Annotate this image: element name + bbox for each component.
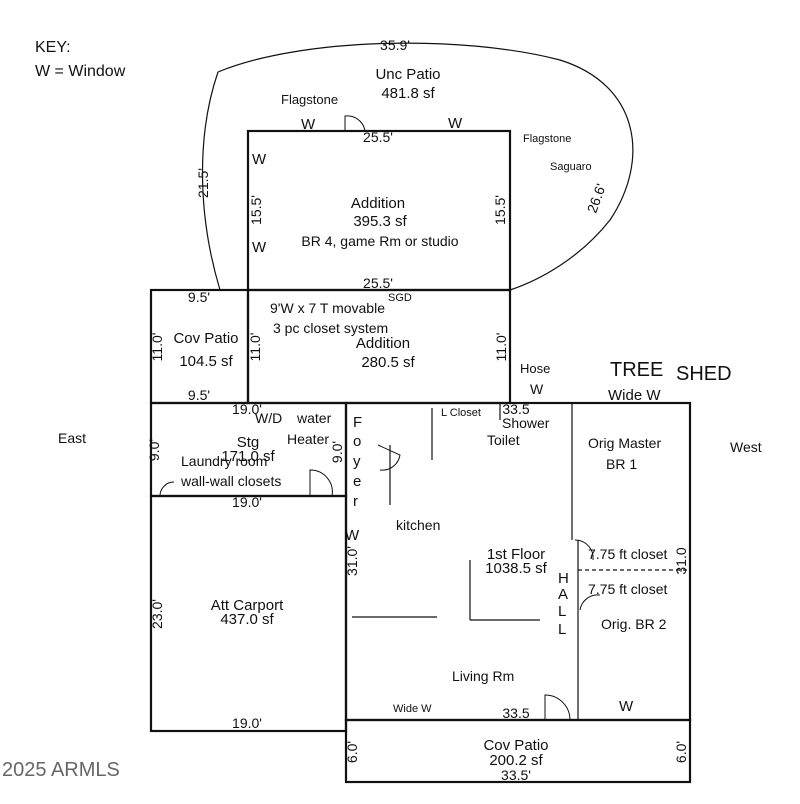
storage-dim-left: 9.0' (146, 439, 162, 461)
cov-patio-west-dim-left: 6.0' (344, 741, 360, 763)
compass-east: East (58, 430, 86, 446)
unc-patio-dim-top: 35.9' (380, 37, 410, 53)
addition-upper-dim-right: 15.5' (492, 195, 508, 225)
cov-patio-east-dim-left: 11.0' (149, 333, 165, 362)
cov-patio-east-area: 104.5 sf (179, 353, 233, 370)
kitchen-label: kitchen (396, 517, 440, 533)
wide-window-bottom: Wide W (393, 703, 432, 715)
cov-patio-west-walls (344, 718, 692, 784)
water-label: water (296, 410, 332, 426)
carport-dim-bottom: 19.0' (232, 715, 262, 731)
unc-patio-dim-left: 21.5' (195, 168, 211, 198)
unc-patio-name: Unc Patio (375, 66, 440, 83)
sgd-label: SGD (388, 292, 412, 304)
shed-label: SHED (676, 363, 732, 385)
svg-text:r: r (353, 493, 358, 510)
orig-br2-label: Orig. BR 2 (601, 616, 667, 632)
interior-partitions (352, 403, 690, 720)
closet2-label: 7.75 ft closet (588, 581, 667, 597)
window-kitchen: W (345, 527, 360, 544)
addition-lower-area: 280.5 sf (361, 354, 415, 371)
hose-label: Hose (520, 361, 550, 376)
svg-text:A: A (558, 586, 568, 603)
first-floor-dim-bottom: 33.5 (502, 705, 529, 721)
cov-patio-west-dim-right: 6.0' (673, 741, 689, 763)
flagstone-left: Flagstone (281, 92, 338, 107)
first-floor-area: 1038.5 sf (485, 560, 548, 577)
key-legend: W = Window (35, 63, 126, 80)
unc-patio-area: 481.8 sf (381, 85, 435, 102)
window-top-1: W (301, 116, 316, 133)
addition-upper-dim-bottom: 25.5' (363, 275, 393, 291)
hose-window: W (530, 381, 544, 397)
living-room-label: Living Rm (452, 668, 514, 684)
svg-text:L: L (558, 621, 566, 638)
compass-west: West (730, 439, 762, 455)
first-floor-name: 1st Floor (487, 546, 545, 563)
svg-text:H: H (558, 570, 569, 587)
window-top-2: W (448, 115, 463, 132)
svg-text:y: y (353, 453, 361, 470)
storage-name: Stg (237, 434, 260, 451)
closet1-label: 7.75 ft closet (588, 546, 667, 562)
wide-window-top: Wide W (608, 387, 661, 404)
wd-label: W/D (255, 410, 282, 426)
cov-patio-west-name: Cov Patio (483, 737, 548, 754)
saguaro-label: Saguaro (550, 161, 592, 173)
unc-patio-outline (201, 42, 634, 291)
addition-upper-dim-top: 25.5' (363, 129, 393, 145)
br1-label: BR 1 (606, 456, 637, 472)
tree-label: TREE (610, 359, 663, 381)
svg-text:o: o (353, 433, 361, 450)
cov-patio-west-area: 200.2 sf (489, 752, 543, 769)
first-floor-dim-left: 31.0' (344, 546, 360, 576)
addition-upper-use: BR 4, game Rm or studio (301, 233, 458, 249)
key-title: KEY: (35, 39, 71, 56)
foyer-label: F o y e r (353, 414, 362, 510)
closets-label: wall-wall closets (180, 473, 281, 489)
shower-label: Shower (502, 415, 550, 431)
cov-patio-east-dim-top: 9.5' (188, 289, 210, 305)
closet-system-line2: 3 pc closet system (273, 320, 388, 336)
addition-lower-name: Addition (356, 335, 410, 352)
carport-dim-left: 23.0' (149, 599, 165, 629)
window-left-1: W (252, 151, 267, 168)
window-living: W (619, 698, 634, 715)
storage-area: 171.0 sf (221, 448, 275, 465)
addition-lower-dim-left: 11.0' (247, 333, 263, 362)
storage-dim-top: 19.0' (232, 401, 262, 417)
flagstone-right: Flagstone (523, 133, 571, 145)
cov-patio-east-dim-bottom: 9.5' (188, 387, 210, 403)
addition-upper-area: 395.3 sf (353, 213, 407, 230)
unc-patio-dim-right: 26.6' (584, 181, 609, 215)
hall-label: H A L L (558, 570, 569, 638)
door-swings (159, 115, 601, 721)
heater-label: Heater (287, 431, 329, 447)
addition-lower-dim-right: 11.0' (493, 333, 509, 362)
first-floor-dim-right: 31.0 (673, 547, 689, 574)
addition-upper-dim-left: 15.5' (248, 195, 264, 225)
cov-patio-east-name: Cov Patio (173, 330, 238, 347)
svg-text:F: F (353, 414, 362, 431)
storage-dim-right: 9.0' (329, 441, 345, 463)
orig-master-label: Orig Master (588, 435, 661, 451)
first-floor-dim-top: 33.5 (502, 401, 529, 417)
carport-name: Att Carport (211, 597, 284, 614)
copyright: 2025 ARMLS (2, 759, 120, 781)
carport-area: 437.0 sf (220, 611, 274, 628)
closet-system-line1: 9'W x 7 T movable (270, 300, 385, 316)
window-left-2: W (252, 239, 267, 256)
laundry-label: Laundry room (181, 453, 267, 469)
cov-patio-west-dim-bottom: 33.5' (501, 767, 531, 783)
svg-text:L: L (558, 603, 566, 620)
storage-dim-bottom: 19.0' (232, 494, 262, 510)
svg-text:e: e (353, 473, 361, 490)
toilet-label: Toilet (487, 432, 520, 448)
addition-upper-name: Addition (351, 195, 405, 212)
l-closet-label: L Closet (441, 407, 481, 419)
